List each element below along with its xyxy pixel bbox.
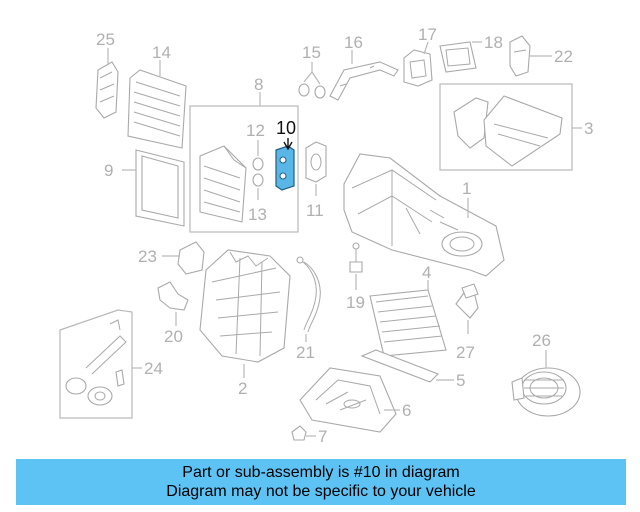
- callout-5: 5: [456, 371, 465, 390]
- part-2-housing: [199, 249, 291, 378]
- callout-1: 1: [462, 179, 471, 198]
- callout-2: 2: [238, 379, 247, 398]
- part-23-sensor: [162, 241, 205, 275]
- callout-8: 8: [254, 75, 263, 94]
- callout-3: 3: [584, 119, 593, 138]
- part-1-heater-case: [343, 153, 505, 277]
- callout-15: 15: [302, 43, 321, 62]
- callout-18: 18: [484, 33, 503, 52]
- sub-assembly-box-3: [439, 83, 573, 171]
- callout-16: 16: [344, 33, 363, 52]
- part-3-duct: [453, 95, 563, 167]
- evaporator-core: [199, 145, 247, 223]
- part-12-o-ring: [252, 140, 264, 171]
- sub-assembly-box-24: [59, 309, 133, 419]
- part-16-pipe: [329, 50, 399, 101]
- callout-6: 6: [402, 401, 411, 420]
- part-22-bracket: [509, 35, 552, 77]
- callout-11: 11: [306, 201, 324, 220]
- part-25-bracket: [95, 48, 119, 119]
- part-26-blower-motor: [511, 350, 581, 417]
- callout-4: 4: [422, 263, 431, 282]
- part-21-cable: [296, 256, 321, 342]
- callout-20: 20: [164, 327, 183, 346]
- callout-17: 17: [418, 25, 437, 44]
- part-17-gasket: [403, 41, 433, 87]
- part-24-motor-kit: [65, 319, 127, 406]
- callout-10: 10: [276, 118, 296, 138]
- callout-27: 27: [456, 343, 475, 362]
- callout-25: 25: [96, 30, 115, 49]
- callout-13: 13: [248, 205, 267, 224]
- part-14-filter: [127, 60, 187, 149]
- part-19-stud: [349, 242, 363, 290]
- parts-diagram: 25 14 8 9 12 13 10: [59, 25, 593, 446]
- part-6-tray: [299, 367, 400, 433]
- part-15-o-rings: [298, 62, 326, 99]
- callout-23: 23: [138, 247, 157, 266]
- callout-21: 21: [296, 343, 315, 362]
- callout-19: 19: [346, 293, 365, 312]
- part-4-filter: [369, 280, 447, 357]
- sub-assembly-box-8: [189, 105, 299, 233]
- part-11-valve-block: [305, 141, 327, 196]
- banner-line-2: Diagram may not be specific to your vehi…: [166, 483, 476, 500]
- part-7-clip: [291, 425, 316, 441]
- part-10-expansion-valve[interactable]: [275, 138, 295, 191]
- callout-12: 12: [246, 121, 265, 140]
- part-9-frame: [122, 149, 185, 227]
- part-18-gasket: [439, 41, 482, 73]
- part-27-clip: [455, 283, 479, 334]
- part-20-actuator: [157, 281, 189, 326]
- callout-9: 9: [104, 161, 113, 180]
- callout-7: 7: [318, 427, 327, 446]
- callout-14: 14: [152, 43, 171, 62]
- part-5-strip: [360, 349, 454, 383]
- callout-26: 26: [532, 331, 551, 350]
- info-banner: Part or sub-assembly is #10 in diagram D…: [16, 459, 626, 505]
- part-13-o-ring: [252, 173, 264, 200]
- banner-line-1: Part or sub-assembly is #10 in diagram: [182, 464, 460, 481]
- callout-24: 24: [144, 359, 163, 378]
- callout-22: 22: [554, 47, 573, 66]
